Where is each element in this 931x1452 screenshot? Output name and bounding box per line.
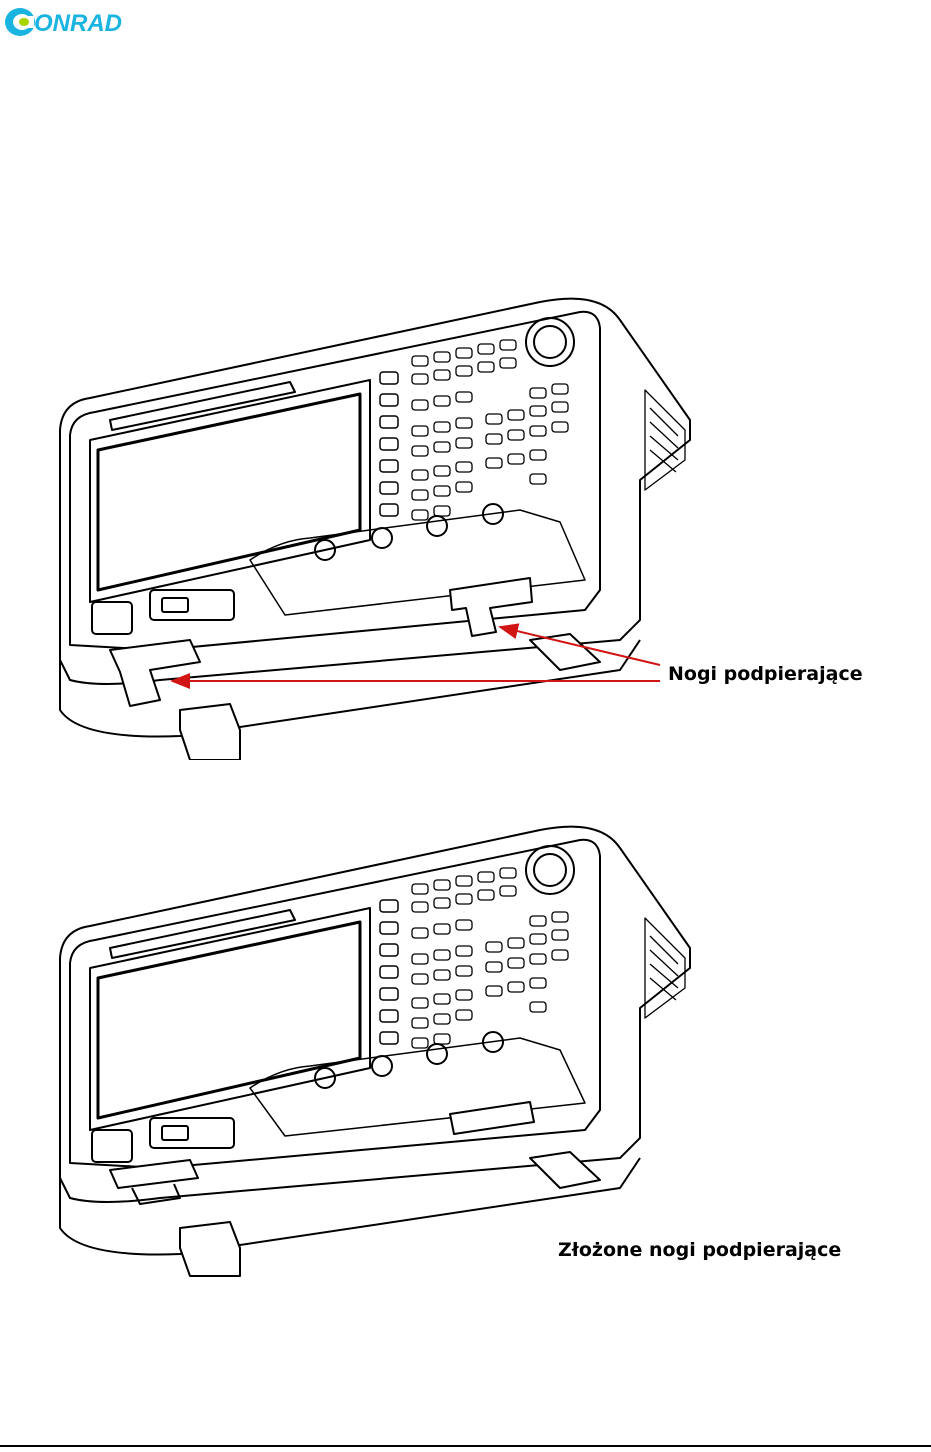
device-illustration-legs-folded bbox=[40, 818, 720, 1278]
figure-2-label: Złożone nogi podpierające bbox=[558, 1239, 841, 1261]
svg-text:ONRAD: ONRAD bbox=[34, 10, 122, 37]
footer-rule bbox=[0, 1445, 931, 1447]
conrad-logo: ONRAD bbox=[4, 4, 156, 40]
figure-1-label: Nogi podpierające bbox=[668, 663, 863, 685]
device-illustration-legs-extended bbox=[40, 290, 720, 760]
